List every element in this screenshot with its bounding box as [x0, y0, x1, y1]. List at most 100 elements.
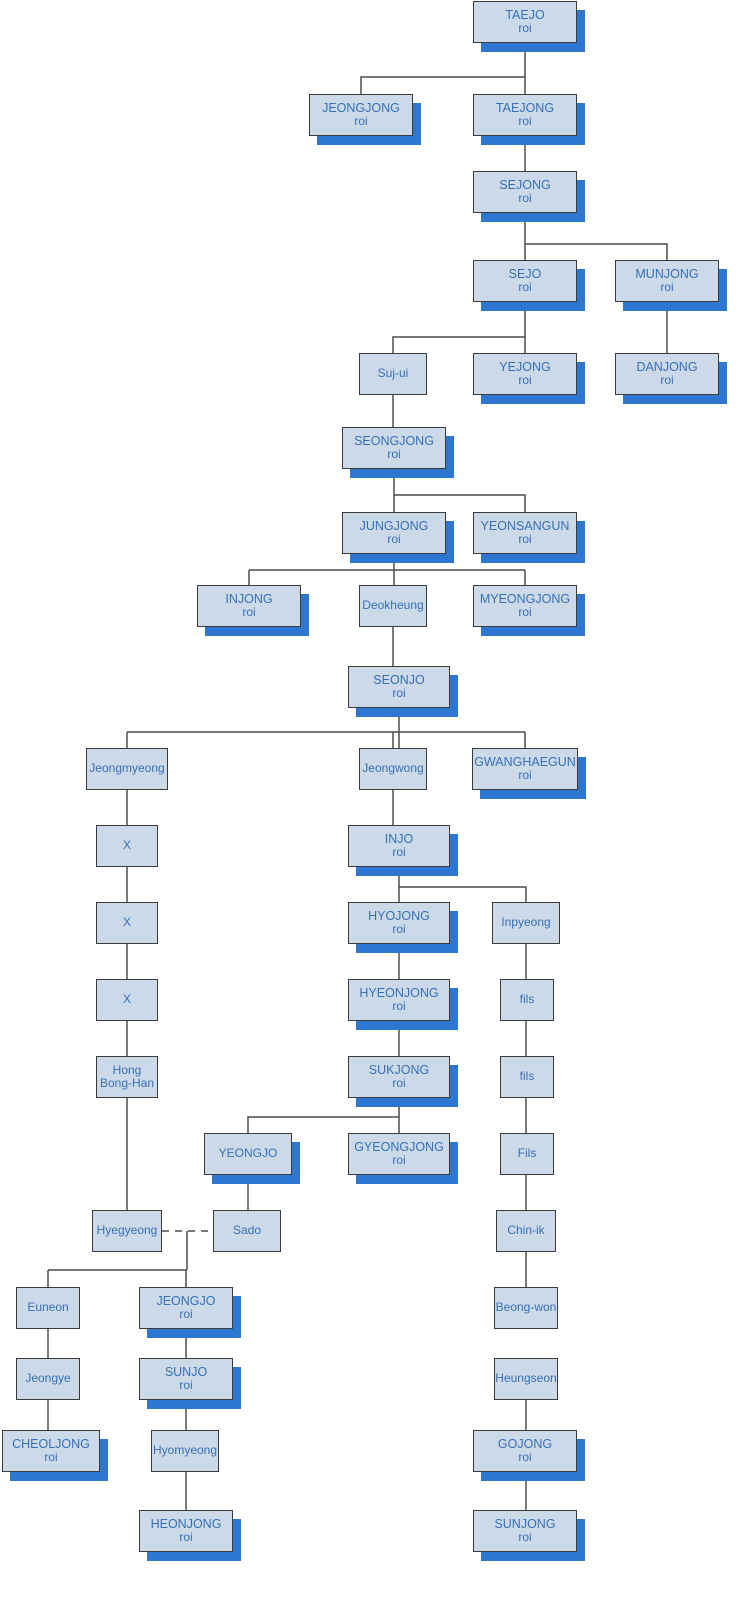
- node-sublabel: roi: [44, 1450, 58, 1465]
- node-sublabel: roi: [392, 922, 406, 937]
- node-label: YEONSANGUN: [480, 519, 570, 534]
- node-fils2[interactable]: fils: [500, 1056, 554, 1098]
- node-sublabel: roi: [660, 280, 674, 295]
- node-x1[interactable]: X: [96, 825, 158, 867]
- node-sublabel: roi: [387, 532, 401, 547]
- node-label: SEJO: [508, 267, 542, 282]
- node-sublabel: roi: [518, 191, 532, 206]
- node-sublabel: roi: [354, 114, 368, 129]
- node-label: INJO: [384, 832, 414, 847]
- node-inpyeong[interactable]: Inpyeong: [492, 902, 560, 944]
- node-label: CHEOLJONG: [12, 1437, 90, 1452]
- node-sublabel: roi: [179, 1307, 193, 1322]
- node-x2[interactable]: X: [96, 902, 158, 944]
- edge-seonjo-children: [126, 708, 526, 748]
- node-label: TAEJONG: [495, 101, 555, 116]
- node-sublabel: roi: [518, 605, 532, 620]
- node-label: SUNJONG: [494, 1517, 556, 1532]
- node-label: X: [122, 838, 131, 853]
- node-sublabel: roi: [518, 280, 532, 295]
- node-sublabel: roi: [518, 1450, 532, 1465]
- node-label: Suj-ui: [377, 366, 409, 381]
- node-beongwon[interactable]: Beong-won: [494, 1287, 558, 1329]
- node-sado[interactable]: Sado: [213, 1210, 281, 1252]
- node-label: JEONGJONG: [322, 101, 400, 116]
- node-label: SUKJONG: [368, 1063, 430, 1078]
- node-label: SEJONG: [499, 178, 551, 193]
- node-label: SUNJO: [164, 1365, 208, 1380]
- node-yeongjo[interactable]: YEONGJO: [204, 1133, 292, 1175]
- node-hyomyeong[interactable]: Hyomyeong: [151, 1430, 219, 1472]
- node-label: Inpyeong: [501, 915, 551, 930]
- node-euneon[interactable]: Euneon: [16, 1287, 80, 1329]
- node-sublabel: roi: [392, 1076, 406, 1091]
- node-sublabel: roi: [387, 447, 401, 462]
- node-sublabel: roi: [242, 605, 256, 620]
- node-label: GOJONG: [497, 1437, 553, 1452]
- node-chinik[interactable]: Chin-ik: [496, 1210, 556, 1252]
- node-sublabel: roi: [392, 999, 406, 1014]
- node-sublabel: roi: [518, 114, 532, 129]
- node-sublabel: roi: [518, 532, 532, 547]
- node-sublabel: roi: [392, 1153, 406, 1168]
- node-sublabel: roi: [518, 1530, 532, 1545]
- node-label: Hyegyeong: [96, 1223, 158, 1238]
- node-label: Deokheung: [362, 598, 424, 613]
- node-sublabel: roi: [518, 373, 532, 388]
- node-hongbonghan[interactable]: Hong Bong-Han: [96, 1056, 158, 1098]
- node-label: MYEONGJONG: [479, 592, 571, 607]
- node-jeongmyeong[interactable]: Jeongmyeong: [86, 748, 168, 790]
- node-sublabel: roi: [179, 1378, 193, 1393]
- node-jeongwong[interactable]: Jeongwong: [359, 748, 427, 790]
- node-label: Euneon: [27, 1300, 69, 1315]
- node-label: DANJONG: [636, 360, 698, 375]
- node-deokheung[interactable]: Deokheung: [359, 585, 427, 627]
- node-sublabel: roi: [518, 768, 532, 783]
- node-label: YEJONG: [499, 360, 551, 375]
- node-label: Heungseon: [495, 1371, 557, 1386]
- node-fils1[interactable]: fils: [500, 979, 554, 1021]
- node-hyegyeong[interactable]: Hyegyeong: [92, 1210, 162, 1252]
- node-fils3[interactable]: Fils: [500, 1133, 554, 1175]
- node-label: X: [122, 992, 131, 1007]
- node-label: JEONGJO: [156, 1294, 216, 1309]
- node-sublabel: roi: [392, 845, 406, 860]
- node-x3[interactable]: X: [96, 979, 158, 1021]
- node-heungseon[interactable]: Heungseon: [494, 1358, 558, 1400]
- node-label: HYOJONG: [368, 909, 430, 924]
- node-jeongye[interactable]: Jeongye: [16, 1358, 80, 1400]
- node-label: Beong-won: [495, 1300, 557, 1315]
- node-sublabel: roi: [179, 1530, 193, 1545]
- node-label: Sado: [232, 1223, 262, 1238]
- node-label: GWANGHAEGUN: [474, 755, 576, 770]
- node-sujui[interactable]: Suj-ui: [359, 353, 427, 395]
- node-label: TAEJO: [505, 8, 545, 23]
